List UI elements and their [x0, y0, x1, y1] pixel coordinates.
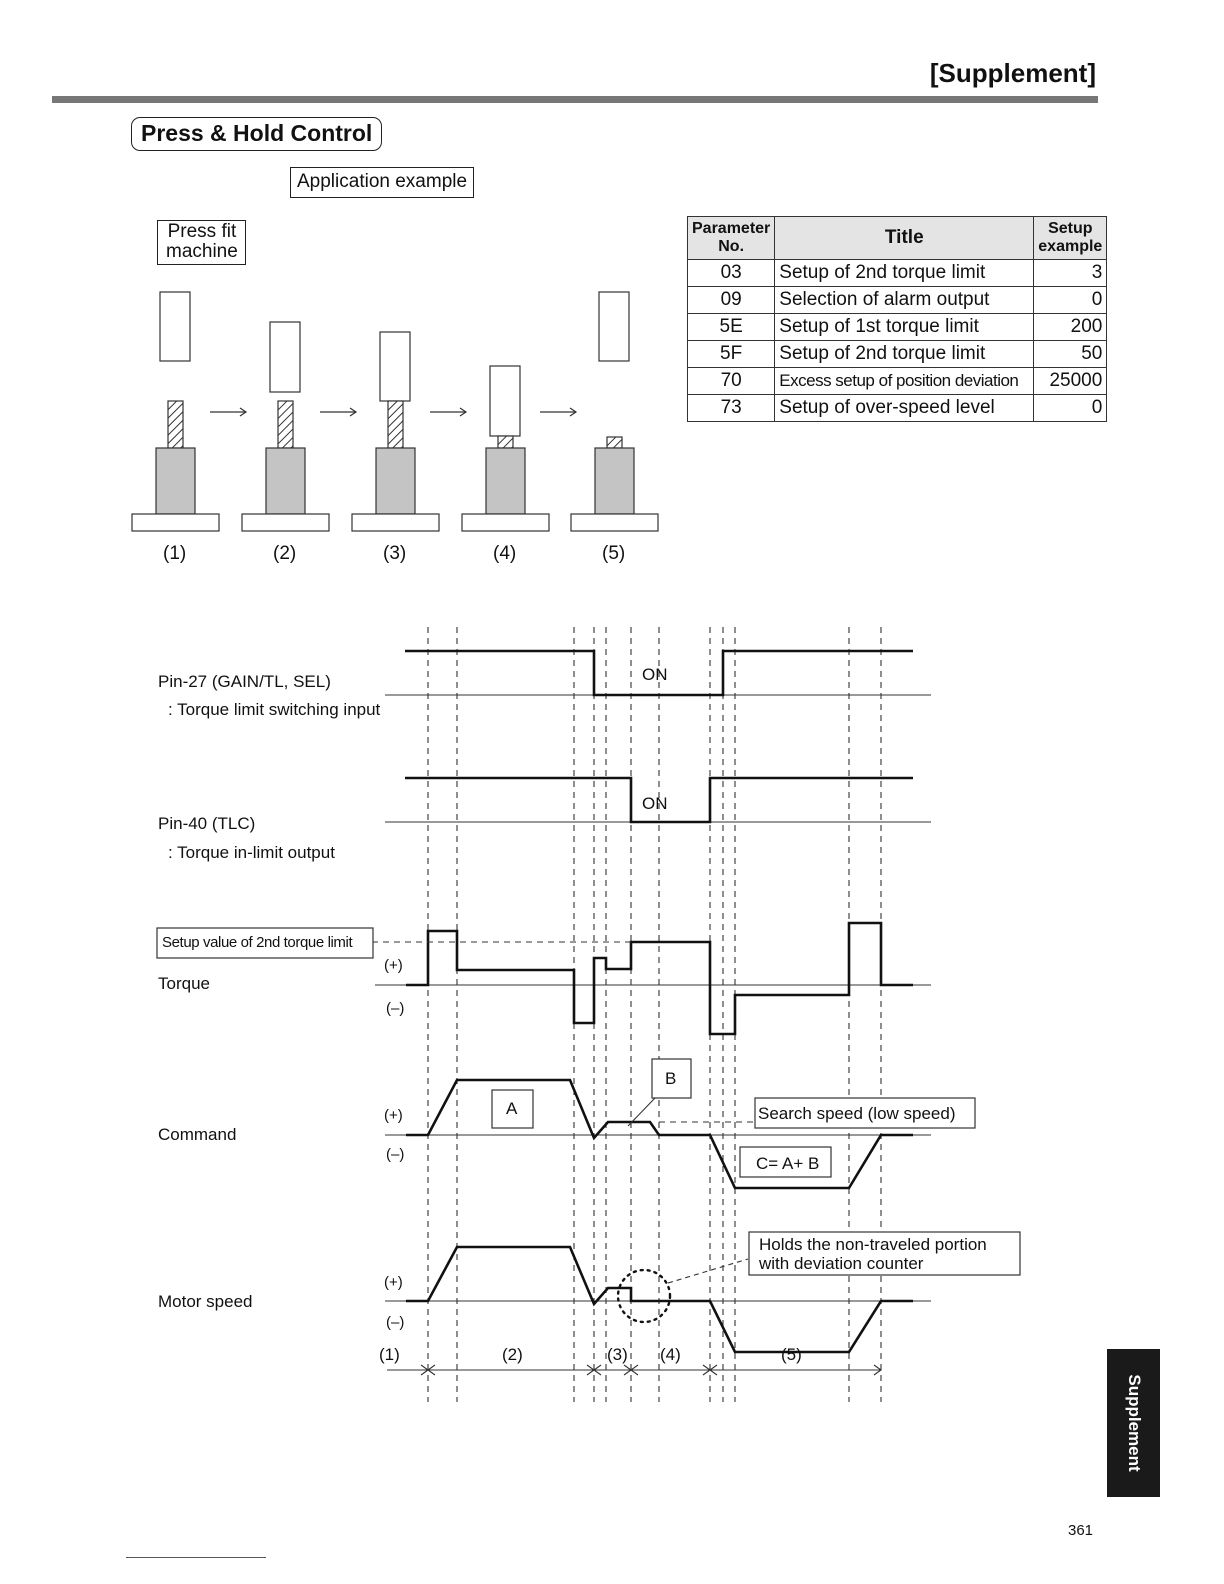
machine-label-line1: Press fit: [167, 221, 237, 242]
motor-speed-label: Motor speed: [158, 1292, 253, 1311]
deviation-note-line1: Holds the non-traveled portion: [759, 1235, 987, 1254]
b-pointer: [627, 1097, 656, 1127]
pin40-on-label: ON: [642, 794, 668, 813]
supplement-tab: Supplement: [1107, 1349, 1160, 1497]
label-b: B: [665, 1069, 677, 1088]
section-header: [Supplement]: [929, 58, 1096, 88]
deviation-note-box: [748, 1231, 1021, 1276]
torque-waveform: [406, 921, 913, 1036]
pin27-description: : Torque limit switching input: [168, 700, 381, 719]
section-title: Press & Hold Control: [131, 117, 383, 151]
table-row: 5E Setup of 1st torque limit 200: [686, 313, 1108, 341]
command-plus: (+): [384, 1107, 403, 1124]
param-value: 0: [1033, 286, 1108, 314]
torque-minus: (–): [386, 1000, 405, 1017]
machine-step-1: [131, 291, 220, 532]
param-no: 73: [686, 394, 776, 422]
param-value: 25000: [1033, 367, 1108, 395]
deviation-hold-circle: [616, 1268, 672, 1324]
phase-dimension-line: [387, 1364, 882, 1376]
step-caption: (4): [493, 543, 517, 564]
phase-label: (2): [502, 1345, 523, 1364]
deviation-note: Holds the non-traveled portion with devi…: [759, 1235, 987, 1273]
pin40-label: Pin-40 (TLC): [158, 814, 256, 833]
table-row: 09 Selection of alarm output 0: [686, 286, 1108, 314]
phase-label: (5): [781, 1345, 802, 1364]
step-caption: (3): [383, 543, 407, 564]
signal-baselines: [375, 694, 931, 1302]
step-caption: (1): [163, 543, 187, 564]
header-example-line1: Setup: [1048, 220, 1093, 237]
machine-step-4: [461, 365, 550, 532]
motor-plus: (+): [384, 1274, 403, 1291]
header-parameter-no: Parameter No.: [686, 216, 776, 260]
motor-speed-waveform: [406, 1245, 913, 1354]
param-no: 5E: [686, 313, 776, 341]
torque-limit-label: Setup value of 2nd torque limit: [162, 934, 353, 951]
motor-minus: (–): [386, 1314, 405, 1331]
header-no-line2: No.: [718, 238, 745, 255]
command-waveform: [406, 1078, 913, 1190]
header-no-line1: Parameter: [692, 220, 771, 237]
param-value: 0: [1033, 394, 1108, 422]
param-value: 3: [1033, 259, 1108, 287]
pin27-on-label: ON: [642, 665, 668, 684]
machine-step-3: [351, 331, 440, 532]
pin40-description: : Torque in-limit output: [168, 843, 335, 862]
deviation-note-leader: [667, 1258, 749, 1284]
phase-label: (1): [379, 1345, 400, 1364]
machine-label-line2: machine: [166, 241, 238, 262]
phase-label: (3): [607, 1345, 628, 1364]
step-caption: (2): [273, 543, 297, 564]
header-rule: [52, 96, 1098, 103]
phase-label: (4): [660, 1345, 681, 1364]
command-minus: (–): [386, 1146, 405, 1163]
command-label: Command: [158, 1125, 237, 1144]
torque-plus: (+): [384, 957, 403, 974]
header-title: Title: [774, 216, 1035, 260]
machine-step-5: [570, 291, 659, 532]
search-speed-label: Search speed (low speed): [758, 1104, 956, 1123]
param-title: Setup of 2nd torque limit: [774, 259, 1035, 287]
label-a: A: [506, 1099, 518, 1118]
param-title: Setup of over-speed level: [774, 394, 1035, 422]
header-example-line2: example: [1038, 238, 1103, 255]
search-speed-box: [754, 1097, 976, 1129]
table-row: 73 Setup of over-speed level 0: [686, 394, 1108, 422]
application-example-label: Application example: [290, 167, 475, 198]
table-row: 70 Excess setup of position deviation 25…: [686, 367, 1108, 395]
press-fit-machine-label: Press fit machine: [157, 220, 246, 265]
torque-limit-box: [156, 927, 374, 959]
param-title: Setup of 1st torque limit: [774, 313, 1035, 341]
param-no: 03: [686, 259, 776, 287]
pin40-waveform: [405, 776, 913, 824]
deviation-note-line2: with deviation counter: [759, 1254, 924, 1273]
param-value: 50: [1033, 340, 1108, 368]
torque-label: Torque: [158, 974, 210, 993]
step-caption: (5): [602, 543, 626, 564]
pin27-label: Pin-27 (GAIN/TL, SEL): [158, 672, 331, 691]
footer-line: [126, 1557, 266, 1558]
press-fit-illustration: [131, 291, 659, 532]
page-number: 361: [1068, 1522, 1094, 1539]
supplement-tab-label: Supplement: [1124, 1374, 1144, 1472]
time-guides: [427, 627, 882, 1402]
pin27-waveform: [405, 649, 913, 697]
formula-box: [739, 1146, 832, 1178]
machine-step-2: [241, 321, 330, 532]
table-row: 5F Setup of 2nd torque limit 50: [686, 340, 1108, 368]
param-title: Setup of 2nd torque limit: [774, 340, 1035, 368]
step-arrows: [210, 407, 578, 417]
formula-label: C= A+ B: [756, 1154, 820, 1173]
param-title: Selection of alarm output: [774, 286, 1035, 314]
param-title: Excess setup of position deviation: [774, 367, 1035, 395]
table-row: 03 Setup of 2nd torque limit 3: [686, 259, 1108, 287]
parameter-table: Parameter No. Title Setup example 03 Set…: [686, 216, 1108, 422]
label-b-box: [651, 1058, 692, 1099]
label-a-box: [491, 1089, 534, 1129]
